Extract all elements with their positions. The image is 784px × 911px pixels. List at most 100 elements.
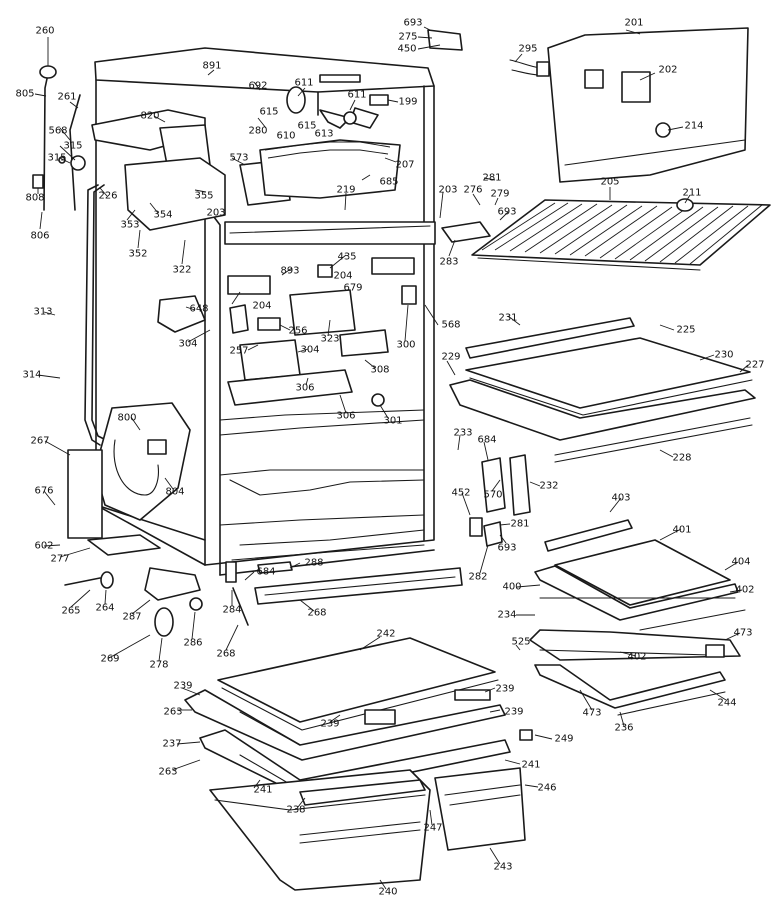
part-callout-c225: 225 — [676, 324, 696, 336]
part-callout-c238: 238 — [286, 804, 306, 816]
part-callout-c611b: 611 — [347, 89, 367, 101]
part-callout-c211: 211 — [682, 187, 702, 199]
part-callout-c288: 288 — [304, 557, 324, 569]
part-callout-c808: 808 — [25, 192, 45, 204]
part-callout-c202: 202 — [658, 64, 678, 76]
part-callout-c203a: 203 — [438, 184, 458, 196]
part-callout-c239b: 239 — [495, 683, 515, 695]
part-callout-c267: 267 — [30, 435, 50, 447]
part-callout-c280: 280 — [248, 125, 268, 137]
part-callout-c304a: 304 — [178, 338, 198, 350]
part-callout-c277: 277 — [50, 553, 70, 565]
part-callout-c313: 313 — [33, 306, 53, 318]
part-callout-c226: 226 — [98, 190, 118, 202]
part-callout-c228: 228 — [672, 452, 692, 464]
part-callout-c315a: 315 — [63, 140, 83, 152]
part-callout-c452: 452 — [451, 487, 471, 499]
part-callout-c353: 353 — [120, 219, 140, 231]
part-callout-c244: 244 — [717, 697, 737, 709]
part-callout-c685: 685 — [379, 176, 399, 188]
part-callout-c237: 237 — [162, 738, 182, 750]
part-callout-c203b: 203 — [206, 207, 226, 219]
part-callout-c615a: 615 — [259, 106, 279, 118]
part-callout-c804: 804 — [165, 486, 185, 498]
part-callout-c282: 282 — [468, 571, 488, 583]
part-callout-c300: 300 — [396, 339, 416, 351]
part-callout-c278: 278 — [149, 659, 169, 671]
part-callout-c284: 284 — [222, 604, 242, 616]
part-callout-c301: 301 — [383, 415, 403, 427]
part-callout-c402a: 402 — [735, 584, 755, 596]
part-callout-c249: 249 — [554, 733, 574, 745]
part-callout-c525: 525 — [511, 636, 531, 648]
part-callout-c205: 205 — [600, 176, 620, 188]
glass-shelf-upper — [449, 317, 756, 516]
part-callout-c236: 236 — [614, 722, 634, 734]
part-callout-c264: 264 — [95, 602, 115, 614]
part-callout-c214: 214 — [684, 120, 704, 132]
part-callout-c403: 403 — [611, 492, 631, 504]
wire-shelf — [441, 198, 771, 271]
part-callout-c308: 308 — [370, 364, 390, 376]
part-callout-c891: 891 — [202, 60, 222, 72]
part-callout-c261: 261 — [57, 91, 77, 103]
part-callout-c800: 800 — [117, 412, 137, 424]
upper-mechanism — [91, 74, 436, 407]
part-callout-c322: 322 — [172, 264, 192, 276]
part-callout-c247: 247 — [423, 822, 443, 834]
part-callout-c648: 648 — [189, 303, 209, 315]
part-callout-c263b: 263 — [158, 766, 178, 778]
part-callout-c568b: 568 — [441, 319, 461, 331]
part-callout-c234: 234 — [497, 609, 517, 621]
trim-strips — [254, 561, 463, 605]
part-callout-c268b: 268 — [216, 648, 236, 660]
part-callout-c207: 207 — [395, 159, 415, 171]
part-callout-c693a: 693 — [403, 17, 423, 29]
part-callout-c242: 242 — [376, 628, 396, 640]
part-callout-c306a: 306 — [295, 382, 315, 394]
part-callout-c568a: 568 — [48, 125, 68, 137]
part-callout-c610: 610 — [276, 130, 296, 142]
part-callout-c693b: 693 — [497, 206, 517, 218]
part-callout-c227: 227 — [745, 359, 765, 371]
part-callout-c241b: 241 — [253, 784, 273, 796]
control-panel — [427, 27, 749, 183]
part-callout-c573: 573 — [229, 152, 249, 164]
part-callout-c286: 286 — [183, 637, 203, 649]
part-callout-c265: 265 — [61, 605, 81, 617]
part-callout-c233: 233 — [453, 427, 473, 439]
crisper-drawers — [209, 767, 526, 891]
part-callout-c240: 240 — [378, 886, 398, 898]
part-callout-c684a: 684 — [477, 434, 497, 446]
part-callout-c402b: 402 — [627, 651, 647, 663]
part-callout-c400: 400 — [502, 581, 522, 593]
part-callout-c269: 269 — [100, 653, 120, 665]
part-callout-c230: 230 — [714, 349, 734, 361]
part-callout-c570: 570 — [483, 489, 503, 501]
part-callout-c692: 692 — [248, 80, 268, 92]
part-callout-c199: 199 — [398, 96, 418, 108]
part-callout-c229: 229 — [441, 351, 461, 363]
part-callout-c805: 805 — [15, 88, 35, 100]
part-callout-c246: 246 — [537, 782, 557, 794]
part-callout-c323: 323 — [320, 333, 340, 345]
part-callout-c611a: 611 — [294, 77, 314, 89]
part-callout-c276: 276 — [463, 184, 483, 196]
leader-lines — [34, 26, 749, 890]
part-callout-c275: 275 — [398, 31, 418, 43]
part-callout-c613: 613 — [314, 128, 334, 140]
part-callout-c352: 352 — [128, 248, 148, 260]
part-callout-c615b: 615 — [297, 120, 317, 132]
part-callout-c219: 219 — [336, 184, 356, 196]
part-callout-c304b: 304 — [300, 344, 320, 356]
part-callout-c239a: 239 — [173, 680, 193, 692]
part-callout-c281a: 281 — [482, 172, 502, 184]
part-callout-c232: 232 — [539, 480, 559, 492]
part-callout-c306b: 306 — [336, 410, 356, 422]
part-callout-c283: 283 — [439, 256, 459, 268]
part-callout-c256: 256 — [288, 325, 308, 337]
part-callout-c204b: 204 — [252, 300, 272, 312]
